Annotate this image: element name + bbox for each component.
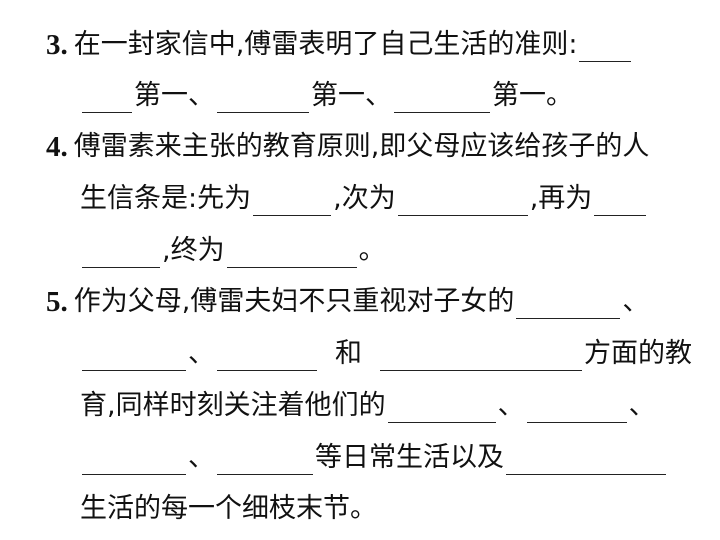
q5-text-7: 、 xyxy=(497,390,525,421)
q4-text-5: ,终为 xyxy=(162,235,225,266)
q4-blank-4[interactable] xyxy=(226,241,357,268)
q3-blank-3[interactable] xyxy=(394,86,490,113)
q5-blank-4[interactable] xyxy=(380,344,582,371)
q5-blank-7[interactable] xyxy=(82,448,186,475)
q3-text-4: 第一。 xyxy=(492,80,573,111)
q5-blank-1[interactable] xyxy=(516,292,621,319)
q4-text-6: 。 xyxy=(358,235,386,266)
q3-blank-1-cont[interactable] xyxy=(82,86,132,113)
q5-blank-2[interactable] xyxy=(82,344,186,371)
q4-line-2: 生信条是:先为 ,次为 ,再为 xyxy=(80,176,648,216)
q4-text-3: ,次为 xyxy=(333,183,396,214)
q5-text-8: 、 xyxy=(628,390,656,421)
q5-text-5: 方面的教 xyxy=(584,338,692,369)
q3-text-2: 第一、 xyxy=(134,80,215,111)
q5-line-1: 5. 作为父母,傅雷夫妇不只重视对子女的 、 xyxy=(46,279,649,319)
q5-line-3: 育,同样时刻关注着他们的 、 、 xyxy=(80,383,656,423)
q5-text-1: 作为父母,傅雷夫妇不只重视对子女的 xyxy=(73,286,515,317)
q3-number: 3. xyxy=(46,29,68,61)
q5-blank-9[interactable] xyxy=(506,448,666,475)
q3-text-1: 在一封家信中,傅雷表明了自己生活的准则: xyxy=(73,29,578,60)
q5-text-3: 、 xyxy=(188,338,215,369)
q4-blank-3-cont[interactable] xyxy=(82,241,160,268)
q5-line-5: 生活的每一个细枝末节。 xyxy=(80,486,377,526)
q3-blank-2[interactable] xyxy=(217,86,309,113)
q4-blank-2[interactable] xyxy=(397,189,528,216)
q3-line-2: 第一、 第一、 第一。 xyxy=(80,73,573,113)
q4-blank-3[interactable] xyxy=(594,189,647,216)
q5-text-10: 等日常生活以及 xyxy=(315,442,504,473)
q4-text-2: 生信条是:先为 xyxy=(80,183,252,214)
q5-blank-5[interactable] xyxy=(387,396,496,423)
q5-text-11: 生活的每一个细枝末节。 xyxy=(80,493,377,524)
q3-line-1: 3. 在一封家信中,傅雷表明了自己生活的准则: xyxy=(46,22,633,62)
q4-text-1: 傅雷素来主张的教育原则,即父母应该给孩子的人 xyxy=(73,131,650,162)
q4-line-3: ,终为 。 xyxy=(80,228,386,268)
q4-number: 4. xyxy=(46,131,68,163)
q3-blank-1[interactable] xyxy=(579,35,632,62)
q5-blank-6[interactable] xyxy=(526,396,627,423)
q4-line-1: 4. 傅雷素来主张的教育原则,即父母应该给孩子的人 xyxy=(46,124,649,164)
q4-blank-1[interactable] xyxy=(253,189,332,216)
q5-blank-8[interactable] xyxy=(217,448,313,475)
q5-text-2: 、 xyxy=(622,286,650,317)
q5-text-4: 和 xyxy=(335,338,362,369)
q3-text-3: 第一、 xyxy=(311,80,392,111)
q5-blank-3[interactable] xyxy=(217,344,317,371)
q5-line-4: 、 等日常生活以及 xyxy=(80,435,668,475)
q5-number: 5. xyxy=(46,286,68,318)
q5-line-2: 、 和 方面的教 xyxy=(80,331,692,371)
q5-text-9: 、 xyxy=(188,442,215,473)
q4-text-4: ,再为 xyxy=(529,183,593,214)
q5-text-6: 育,同样时刻关注着他们的 xyxy=(80,390,386,421)
